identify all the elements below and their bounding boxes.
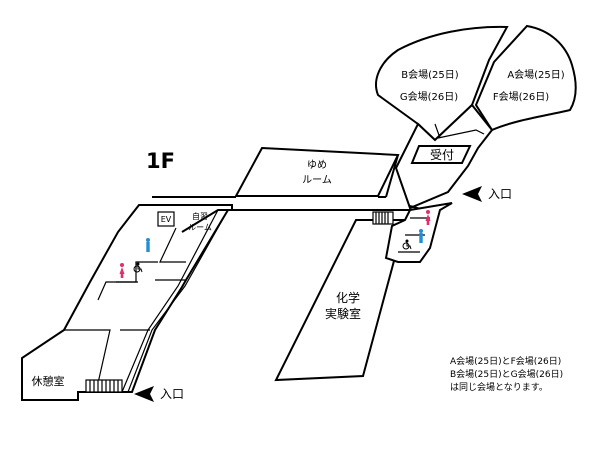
female-restroom-icon[interactable] xyxy=(119,263,125,278)
yume-room[interactable]: ゆめ ルーム xyxy=(234,146,400,197)
self-study-room-label-1: 自習 xyxy=(192,211,208,221)
yume-room-label-2: ルーム xyxy=(302,174,332,186)
note-line-3: は同じ会場となります。 xyxy=(450,381,548,393)
elevator[interactable]: EV xyxy=(157,211,175,227)
female-restroom-icon[interactable] xyxy=(425,210,431,225)
hall-note: A会場(25日)とF会場(26日) B会場(25日)とG会場(26日) は同じ会… xyxy=(450,355,563,393)
hall-a-f[interactable]: A会場(25日) F会場(26日) xyxy=(474,24,577,132)
accessible-restroom-icon[interactable] xyxy=(133,262,143,273)
rest-room-label: 休憩室 xyxy=(32,374,65,388)
stairs-icon[interactable] xyxy=(85,379,123,393)
chemistry-lab-label-1: 化学 xyxy=(336,290,360,305)
reception-desk[interactable]: 受付 xyxy=(410,145,472,164)
note-line-2: B会場(25日)とG会場(26日) xyxy=(450,368,563,380)
hall-b-g-label-1: B会場(25日) xyxy=(401,68,458,81)
hall-a-f-label-1: A会場(25日) xyxy=(507,68,564,81)
reception-label: 受付 xyxy=(430,148,454,162)
west-wing xyxy=(21,204,233,401)
entrance-east-label: 入口 xyxy=(488,187,512,201)
yume-room-label-1: ゆめ xyxy=(307,159,327,171)
chemistry-lab[interactable]: 化学 実験室 xyxy=(274,219,407,382)
self-study-room[interactable]: 自習 ルーム xyxy=(181,209,228,233)
rest-room[interactable]: 休憩室 xyxy=(32,374,65,388)
note-line-1: A会場(25日)とF会場(26日) xyxy=(450,355,561,367)
male-restroom-icon[interactable] xyxy=(146,238,150,252)
entrance-east[interactable]: 入口 xyxy=(462,186,512,202)
elevator-label: EV xyxy=(161,215,172,224)
chemistry-lab-label-2: 実験室 xyxy=(325,306,361,321)
hall-b-g[interactable]: B会場(25日) G会場(26日) xyxy=(375,25,509,142)
hall-a-f-label-2: F会場(26日) xyxy=(493,90,549,103)
self-study-room-label-2: ルーム xyxy=(188,223,212,232)
entrance-southwest-label: 入口 xyxy=(160,387,184,401)
entrance-arrow-icon xyxy=(134,386,154,402)
entrance-arrow-icon xyxy=(462,186,482,202)
entrance-southwest[interactable]: 入口 xyxy=(134,386,184,402)
stairs-icon[interactable] xyxy=(372,211,394,225)
floor-label: 1F xyxy=(146,149,175,173)
hall-b-g-label-2: G会場(26日) xyxy=(400,90,458,103)
east-restroom-block xyxy=(384,202,453,263)
accessible-restroom-icon[interactable] xyxy=(402,239,412,250)
male-restroom-icon[interactable] xyxy=(419,229,423,243)
